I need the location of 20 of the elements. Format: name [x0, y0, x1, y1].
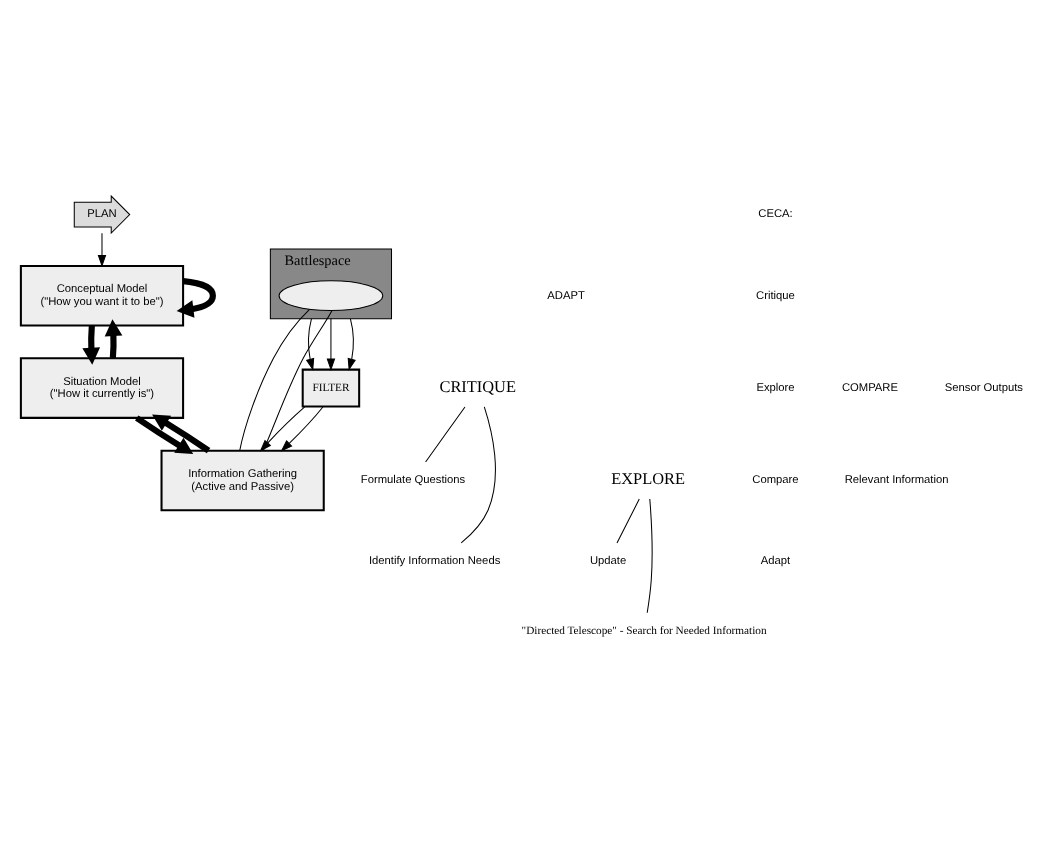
arrow: [104, 319, 123, 359]
node-text: EXPLORE: [611, 470, 686, 489]
arrow: [347, 318, 356, 371]
arrow: [280, 406, 324, 452]
node-ellipse: [278, 280, 384, 312]
arrow: [135, 415, 194, 455]
connector: [616, 498, 640, 544]
connector: [262, 310, 333, 452]
node-text: CRITIQUE: [439, 377, 517, 396]
connector: [425, 406, 466, 463]
connector: [646, 498, 653, 614]
arrow: [259, 406, 306, 452]
connector: [460, 406, 496, 544]
arrow: [97, 232, 107, 268]
arrow: [176, 278, 216, 318]
arrow: [82, 325, 101, 365]
arrow: [326, 318, 336, 371]
arrow: [152, 414, 211, 454]
arrow: [305, 318, 315, 371]
connector: [239, 308, 311, 452]
